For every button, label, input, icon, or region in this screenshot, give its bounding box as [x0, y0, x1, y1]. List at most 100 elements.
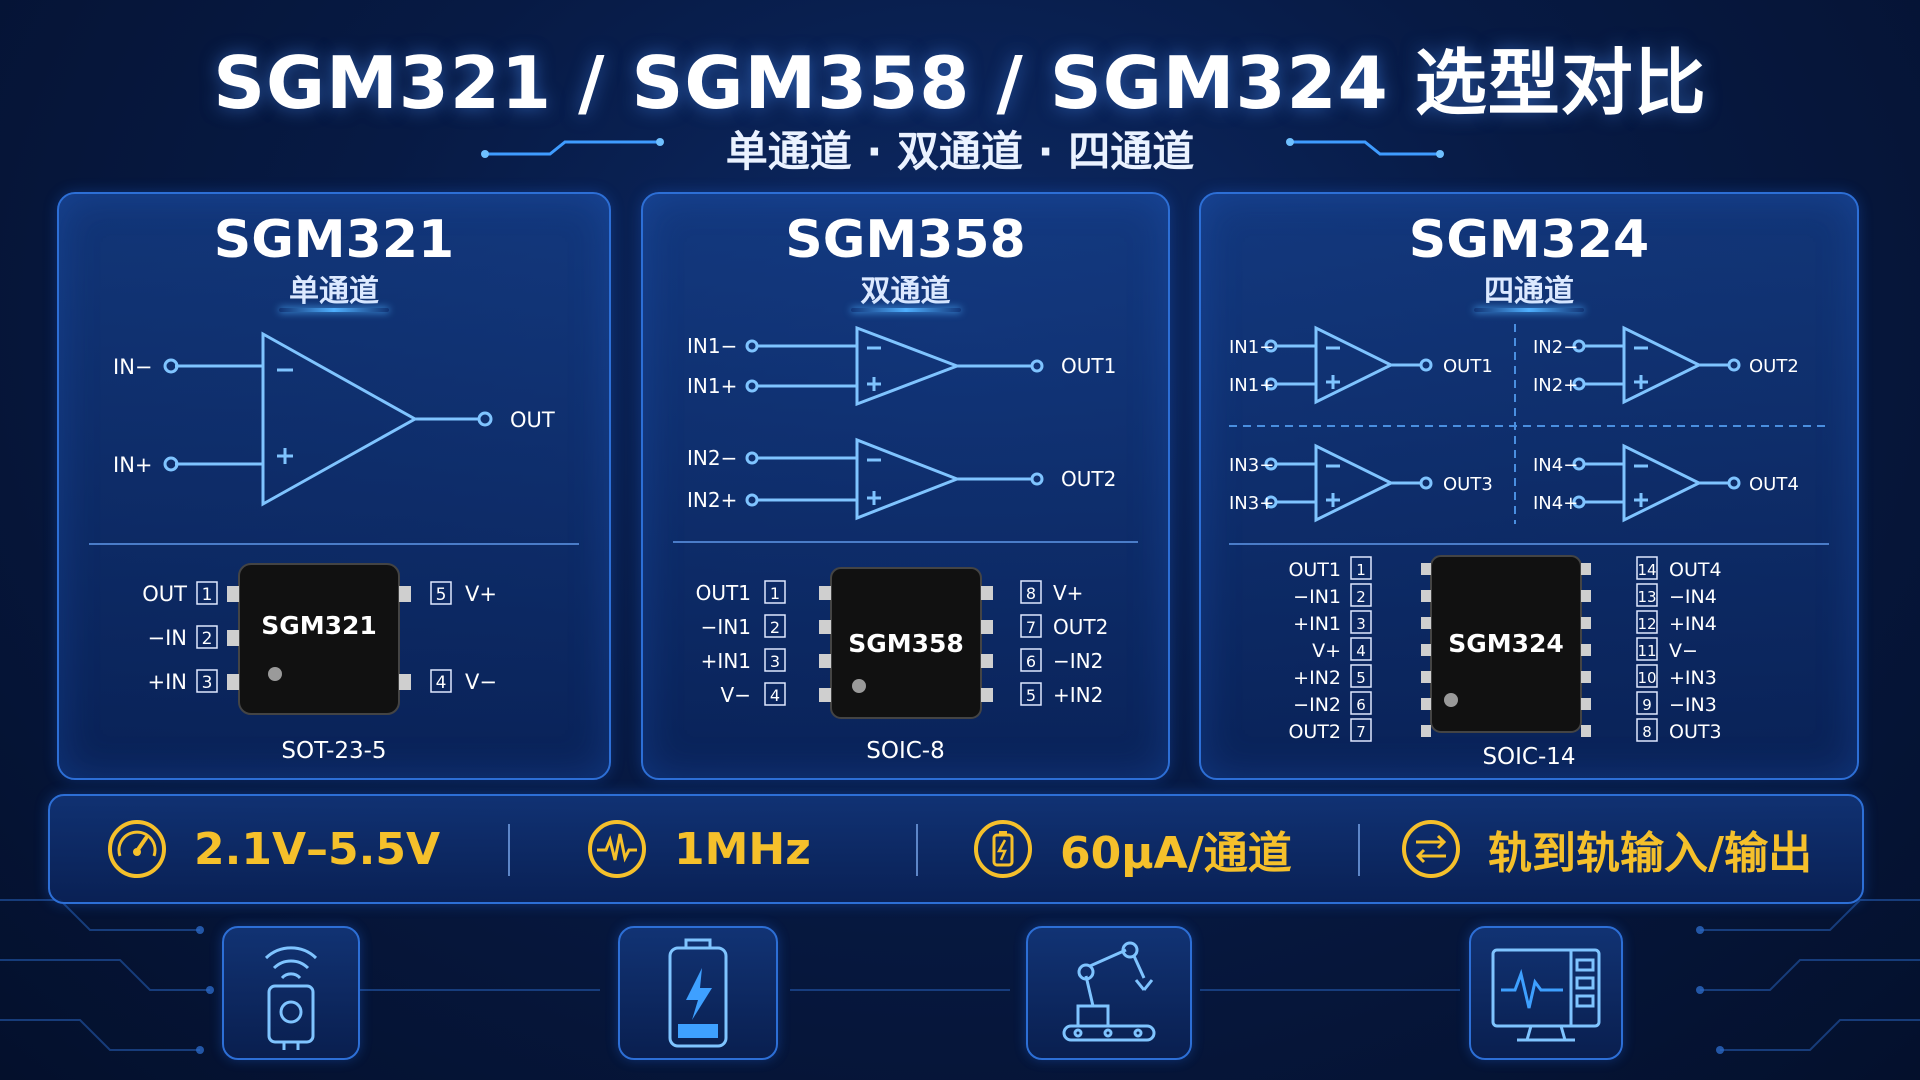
- panel-channels: 单通道: [289, 274, 379, 309]
- battery-power-icon: [668, 938, 728, 1048]
- opamp-in-pos-label: IN4+: [1533, 493, 1578, 514]
- pin-number: 9: [1642, 696, 1652, 714]
- app-battery: [618, 926, 778, 1060]
- pin-number: 13: [1637, 588, 1656, 606]
- pin-label: OUT1: [1288, 559, 1341, 581]
- panel-title: SGM321: [213, 210, 455, 270]
- pin-number: 8: [1642, 723, 1652, 741]
- pin-label: V+: [1053, 581, 1083, 605]
- pin-label: +IN4: [1669, 613, 1717, 635]
- pin-label: −IN2: [1053, 649, 1103, 673]
- pin: 2−IN1: [701, 614, 786, 639]
- opamp-in-neg-label: IN2−: [1533, 337, 1578, 358]
- pin: 1 OUT1: [696, 580, 786, 605]
- chip-marking: SGM321: [261, 611, 377, 640]
- opamp-in-neg-label: IN2−: [687, 446, 737, 470]
- opamp-out-label: OUT2: [1061, 467, 1116, 491]
- pin: 6 −IN2: [1293, 691, 1372, 716]
- gauge-icon: [108, 820, 166, 878]
- pin-number: 2: [1356, 588, 1366, 606]
- pin-label: OUT2: [1288, 721, 1341, 743]
- pin-number: 6: [1356, 696, 1366, 714]
- opamp-in-pos-label: IN2+: [687, 488, 737, 512]
- chip-marking: SGM358: [848, 629, 964, 658]
- pin: 9−IN3: [1636, 691, 1717, 716]
- package-name: SOT-23-5: [281, 738, 387, 764]
- pin-label: +IN1: [701, 649, 751, 673]
- app-wireless-sensor: [222, 926, 360, 1060]
- pin: 5+IN2: [1293, 664, 1372, 689]
- pin: 4V−: [721, 682, 786, 707]
- opamp-symbol: [1572, 325, 1741, 405]
- pin: 2−IN: [148, 625, 218, 650]
- pin-number: 7: [1026, 618, 1036, 637]
- pin-number: 5: [1356, 669, 1366, 687]
- panel-title: SGM324: [1408, 210, 1650, 270]
- pin-number: 5: [1026, 686, 1036, 705]
- pin-number: 4: [436, 673, 447, 693]
- pin-number: 14: [1637, 561, 1656, 579]
- pin-label: V+: [1312, 640, 1341, 662]
- pin-number: 1: [770, 584, 780, 603]
- pin-label: V−: [721, 683, 751, 707]
- pin-label: OUT1: [696, 581, 751, 605]
- title-underline: [850, 308, 961, 312]
- pin: 12+IN4: [1636, 610, 1717, 635]
- chip-package: [819, 567, 993, 719]
- opamp-out-label: OUT1: [1443, 356, 1493, 377]
- rail-to-rail-icon: [1402, 820, 1460, 878]
- opamp-out-label: OUT3: [1443, 474, 1493, 495]
- pin-label: OUT: [142, 582, 187, 606]
- pin: 4 V+: [1312, 637, 1372, 662]
- pin-label: V−: [1669, 640, 1698, 662]
- quadrant-divider: [1229, 324, 1829, 524]
- pin-label: −IN4: [1669, 586, 1717, 608]
- pin-number: 10: [1637, 669, 1656, 687]
- pin-label: +IN2: [1053, 683, 1103, 707]
- pin: 10+IN3: [1636, 664, 1717, 689]
- separator: [1358, 824, 1360, 876]
- spec-rail-to-rail: 轨到轨输入/输出: [1400, 796, 1812, 902]
- opamp-in-pos-label: IN2+: [1533, 375, 1578, 396]
- chip-package: [1421, 555, 1591, 737]
- pin: 13 −IN4: [1636, 583, 1717, 608]
- opamp-in-neg-label: IN−: [113, 355, 153, 379]
- panel-channels: 双通道: [860, 274, 951, 309]
- pin: 7 OUT2: [1020, 614, 1108, 639]
- page-title: SGM321 / SGM358 / SGM324 选型对比: [213, 41, 1707, 125]
- pin-number: 5: [436, 585, 447, 605]
- opamp-in-pos-label: IN1+: [1229, 375, 1274, 396]
- opamp-symbol: [745, 325, 1044, 407]
- opamp-in-neg-label: IN1−: [687, 334, 737, 358]
- opamp-symbol: [1264, 325, 1433, 405]
- opamp-out-label: OUT1: [1061, 354, 1116, 378]
- package-name: SOIC-14: [1482, 744, 1576, 770]
- opamp-in-pos-label: IN1+: [687, 374, 737, 398]
- app-industrial: [1026, 926, 1192, 1060]
- chip-package: [227, 563, 411, 715]
- spec-bar: 2.1V–5.5V 1MHz 60μA/通道 轨到轨输入/输出: [48, 794, 1864, 904]
- pin-number: 4: [1356, 642, 1366, 660]
- chip-marking: SGM324: [1448, 629, 1564, 658]
- pin-label: −IN2: [1293, 694, 1341, 716]
- page-subtitle: 单通道 · 双通道 · 四通道: [725, 127, 1195, 176]
- pin-label: OUT2: [1053, 615, 1108, 639]
- spec-voltage: 2.1V–5.5V: [106, 796, 440, 902]
- pin-label: OUT4: [1669, 559, 1722, 581]
- opamp-symbol: [1264, 443, 1433, 523]
- spec-bandwidth: 1MHz: [586, 796, 811, 902]
- pin-number: 3: [202, 673, 213, 693]
- monitor-instrument-icon: [1491, 948, 1601, 1042]
- spec-current: 60μA/通道: [972, 796, 1292, 902]
- separator: [916, 824, 918, 876]
- pin-label: +IN1: [1293, 613, 1341, 635]
- separator: [508, 824, 510, 876]
